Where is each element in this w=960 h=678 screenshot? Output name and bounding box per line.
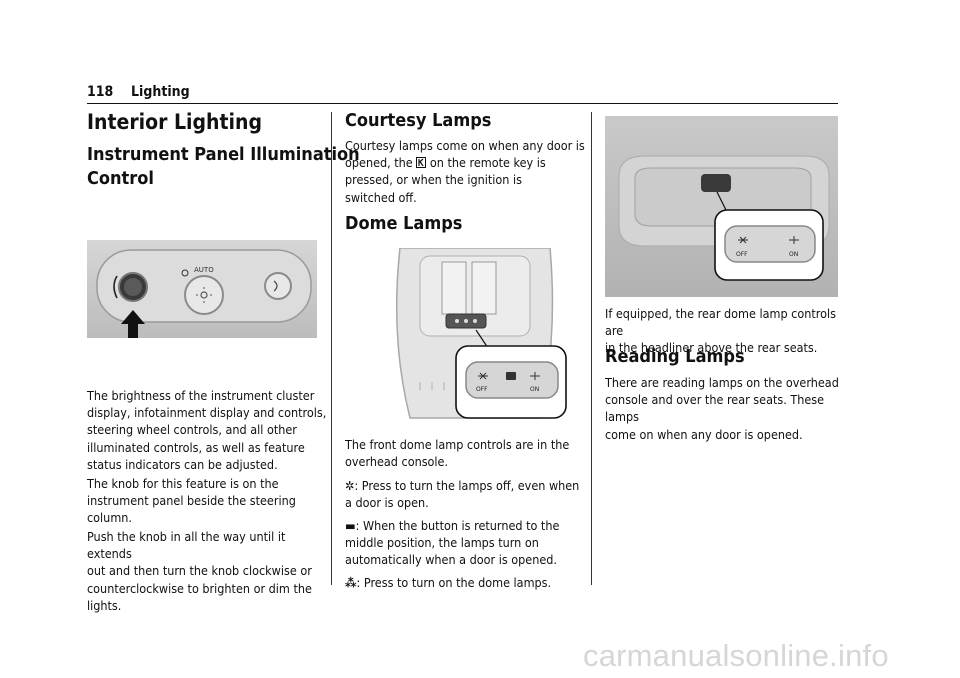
text-line: ✲: Press to turn the lamps off, even whe… [345,477,587,494]
off-label: OFF [736,251,748,258]
door-icon: ▬ [345,518,356,533]
text-line: The knob for this feature is on the [87,476,279,491]
courtesy-lamps-heading: Courtesy Lamps [345,110,492,131]
text-line: a door is open. [345,495,429,511]
column-divider-2 [591,112,592,585]
text-line: lights. [87,597,122,613]
text-line: automatically when a door is opened. [345,552,557,568]
reading-lamps-paragraph: There are reading lamps on the overhead … [605,374,845,443]
front-dome-lamp-figure: OFF ON [380,248,570,424]
section-title: Lighting [131,84,190,100]
text-fragment: : Press to turn on the dome lamps. [356,575,552,590]
text-line: Courtesy lamps come on when any door is [345,138,585,153]
text-line: status indicators can be adjusted. [87,456,278,472]
on-label: ON [530,386,539,393]
watermark: carmanualsonline.info [583,638,889,673]
subsection-title-line2: Control [87,168,154,189]
text-line: column. [87,510,132,526]
text-line: out and then turn the knob clockwise or [87,563,312,579]
text-line: Push the knob in all the way until it ex… [87,529,286,562]
text-line: There are reading lamps on the overhead [605,375,839,390]
text-line: display, infotainment display and contro… [87,405,327,421]
dome-lamps-heading: Dome Lamps [345,213,463,234]
text-line: illuminated controls, as well as feature [87,439,305,455]
rear-dome-lamp-figure: OFF ON [605,116,838,297]
on-description: ⁂: Press to turn on the dome lamps. [345,574,587,591]
dome-off-icon: ✲ [345,478,355,493]
text-fragment: : Press to turn the lamps off, even when [354,478,580,493]
text-line: The brightness of the instrument cluster [87,388,315,403]
door-description: ▬: When the button is returned to the mi… [345,517,587,569]
text-line: instrument panel beside the steering [87,493,296,509]
instrument-panel-figure: AUTO [87,240,317,338]
knob-location-paragraph: The knob for this feature is on the inst… [87,475,327,527]
text-line: in the headliner above the rear seats. [605,340,818,356]
rear-dome-paragraph: If equipped, the rear dome lamp controls… [605,305,845,357]
text-line: If equipped, the rear dome lamp controls… [605,306,836,339]
text-line: opened, the on the remote key is [345,154,587,171]
key-fob-icon [416,155,427,170]
text-line: middle position, the lamps turn on [345,535,539,551]
page-title: Interior Lighting [87,110,262,134]
text-line: switched off. [345,189,417,205]
page-number: 118 [87,84,114,100]
text-fragment: opened, the [345,155,413,171]
knob-usage-paragraph: Push the knob in all the way until it ex… [87,528,327,614]
text-line: console and over the rear seats. These l… [605,392,825,425]
text-line: come on when any door is opened. [605,426,803,442]
courtesy-paragraph: Courtesy lamps come on when any door is … [345,137,587,206]
column-divider-1 [331,112,332,585]
header-rule [87,103,838,104]
text-line: The front dome lamp controls are in the [345,437,570,452]
text-line: ▬: When the button is returned to the [345,517,587,534]
text-line: ⁂: Press to turn on the dome lamps. [345,574,587,591]
text-fragment: : When the button is returned to the [355,518,560,533]
text-line: overhead console. [345,454,449,470]
auto-label: AUTO [194,266,214,274]
dome-on-icon: ⁂ [345,575,357,590]
brightness-paragraph: The brightness of the instrument cluster… [87,387,327,473]
text-line: steering wheel controls, and all other [87,422,297,438]
text-fragment: on the remote key is [429,155,546,171]
off-description: ✲: Press to turn the lamps off, even whe… [345,477,587,511]
subsection-title-line1: Instrument Panel Illumination [87,144,360,165]
on-label: ON [789,251,798,258]
front-dome-paragraph: The front dome lamp controls are in the … [345,436,587,470]
page-header: 118 Lighting [87,84,838,104]
reading-lamps-heading: Reading Lamps [605,346,745,367]
text-line: pressed, or when the ignition is [345,172,522,188]
text-line: counterclockwise to brighten or dim the [87,580,312,596]
off-label: OFF [476,386,488,393]
